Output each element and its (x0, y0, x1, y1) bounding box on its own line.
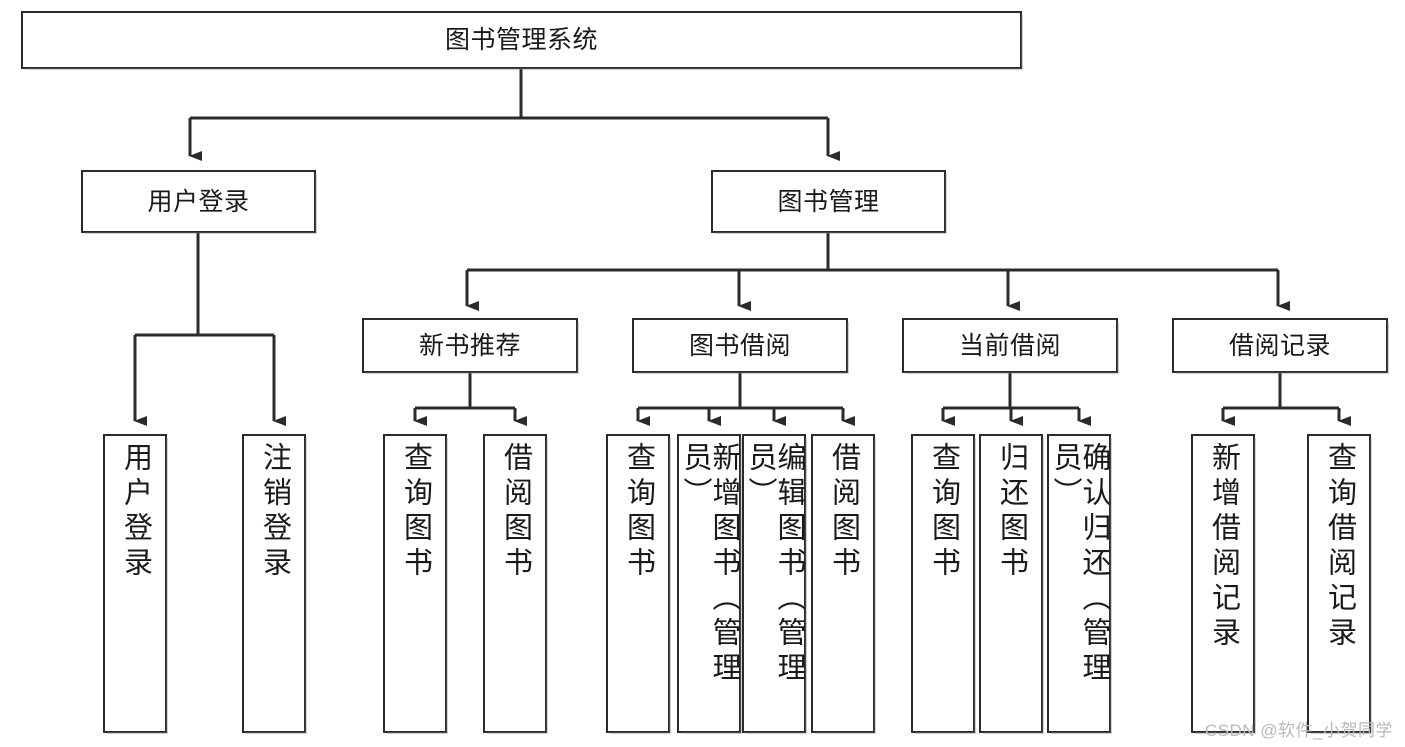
node-leaf-query-book-1[interactable]: 查询图书 (383, 434, 448, 734)
node-user-login-label: 用户登录 (147, 187, 250, 216)
node-new-book-recommend[interactable]: 新书推荐 (362, 318, 579, 374)
node-book-manage[interactable]: 图书管理 (711, 170, 947, 234)
node-leaf-query-book-2-label: 查询图书 (622, 442, 655, 582)
node-leaf-user-login-label: 用户登录 (119, 442, 152, 582)
node-leaf-borrow-book-2-label: 借阅图书 (827, 442, 860, 582)
node-leaf-query-book-1-label: 查询图书 (399, 442, 432, 582)
node-leaf-query-record[interactable]: 查询借阅记录 (1307, 434, 1372, 734)
csdn-watermark: CSDN @软件_小贺同学 (1204, 721, 1393, 740)
node-borrow-record[interactable]: 借阅记录 (1172, 318, 1389, 374)
node-leaf-add-book-label: 新增图书（管理员） (679, 442, 740, 687)
node-leaf-query-book-2[interactable]: 查询图书 (606, 434, 671, 734)
node-leaf-confirm-return[interactable]: 确认归还（管理员） (1047, 434, 1112, 734)
node-leaf-user-logout[interactable]: 注销登录 (242, 434, 307, 734)
node-leaf-return-book[interactable]: 归还图书 (979, 434, 1044, 734)
node-leaf-borrow-book-2[interactable]: 借阅图书 (811, 434, 876, 734)
node-leaf-edit-book-label: 编辑图书（管理员） (744, 442, 805, 687)
node-root[interactable]: 图书管理系统 (21, 11, 1023, 70)
node-leaf-user-logout-label: 注销登录 (258, 442, 291, 582)
node-leaf-query-book-3-label: 查询图书 (927, 442, 960, 582)
node-root-label: 图书管理系统 (444, 26, 598, 54)
node-leaf-confirm-return-label: 确认归还（管理员） (1049, 442, 1110, 687)
node-leaf-return-book-label: 归还图书 (995, 442, 1028, 582)
node-new-book-recommend-label: 新书推荐 (418, 331, 521, 360)
node-leaf-borrow-book-1[interactable]: 借阅图书 (483, 434, 548, 734)
node-book-borrow-label: 图书借阅 (688, 331, 791, 360)
node-leaf-add-record-label: 新增借阅记录 (1207, 442, 1240, 652)
node-current-borrow[interactable]: 当前借阅 (902, 318, 1119, 374)
node-current-borrow-label: 当前借阅 (958, 331, 1061, 360)
node-leaf-query-book-3[interactable]: 查询图书 (911, 434, 976, 734)
node-leaf-query-record-label: 查询借阅记录 (1323, 442, 1356, 652)
node-book-manage-label: 图书管理 (777, 187, 880, 216)
node-leaf-user-login[interactable]: 用户登录 (103, 434, 168, 734)
node-leaf-borrow-book-1-label: 借阅图书 (499, 442, 532, 582)
node-book-borrow[interactable]: 图书借阅 (632, 318, 849, 374)
node-leaf-add-record[interactable]: 新增借阅记录 (1191, 434, 1256, 734)
node-borrow-record-label: 借阅记录 (1228, 331, 1331, 360)
node-leaf-edit-book[interactable]: 编辑图书（管理员） (742, 434, 807, 734)
node-user-login[interactable]: 用户登录 (81, 170, 317, 234)
node-leaf-add-book[interactable]: 新增图书（管理员） (677, 434, 742, 734)
